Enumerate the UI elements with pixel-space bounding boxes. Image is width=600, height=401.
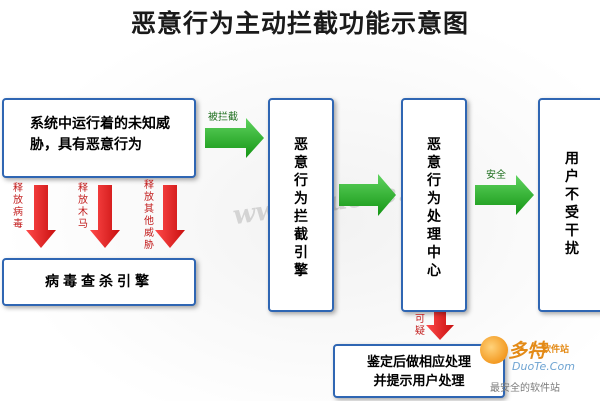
unknown-threat-text: 系统中运行着的未知威胁，具有恶意行为 (30, 116, 170, 153)
duote-logo: 多特 软件站 DuoTe.Com 最安全的软件站 (474, 334, 598, 400)
red-arrow-trojan (90, 185, 120, 248)
vchar: 处 (427, 209, 441, 225)
intercept-engine-text: 恶 意 行 为 拦 截 引 擎 (270, 136, 332, 280)
vchar: 干 (565, 223, 579, 239)
vchar: 受 (565, 205, 579, 221)
label-char: 释 (13, 183, 23, 194)
vchar: 行 (427, 173, 441, 189)
vchar: 中 (427, 245, 441, 261)
vchar: 意 (427, 155, 441, 171)
label-char: 病 (13, 207, 23, 218)
intercept-engine-box: 恶 意 行 为 拦 截 引 擎 (268, 98, 334, 312)
vchar: 行 (294, 173, 308, 189)
vchar: 扰 (565, 241, 579, 257)
logo-sub: 软件站 (542, 345, 570, 355)
vchar: 为 (294, 191, 308, 207)
label-char: 胁 (144, 240, 154, 251)
logo-slogan: 最安全的软件站 (490, 383, 560, 394)
label-suspicious: 可 疑 (414, 314, 426, 338)
label-release-virus: 释 放 病 毒 (12, 183, 24, 231)
antivirus-engine-text: 病毒查杀引擎 (45, 274, 153, 290)
label-char: 毒 (13, 219, 23, 230)
logo-brand: 多特 (508, 340, 547, 362)
red-arrow-suspicious (426, 312, 454, 340)
vchar: 引 (294, 245, 308, 261)
logo-url: DuoTe.Com (512, 360, 575, 373)
unknown-threat-box: 系统中运行着的未知威胁，具有恶意行为 (2, 98, 196, 178)
red-arrow-other (155, 185, 185, 248)
vchar: 用 (565, 151, 579, 167)
vchar: 恶 (294, 137, 308, 153)
processing-center-box: 恶 意 行 为 处 理 中 心 (401, 98, 467, 312)
green-arrow-to-center (339, 174, 396, 216)
label-safe: 安全 (486, 170, 506, 181)
label-char: 他 (144, 216, 154, 227)
vchar: 擎 (294, 263, 308, 279)
label-char: 放 (13, 195, 23, 206)
label-char: 放 (78, 195, 88, 206)
vchar: 意 (294, 155, 308, 171)
vchar: 心 (427, 263, 441, 279)
label-char: 威 (144, 228, 154, 239)
label-intercepted: 被拦截 (208, 112, 238, 123)
vchar: 理 (427, 227, 441, 243)
vchar: 为 (427, 191, 441, 207)
label-char: 疑 (415, 326, 425, 337)
label-char: 释 (144, 180, 154, 191)
label-char: 木 (78, 207, 88, 218)
label-char: 放 (144, 192, 154, 203)
post-processing-text: 鉴定后做相应处理 并提示用户处理 (335, 353, 503, 391)
label-char: 其 (144, 204, 154, 215)
post-processing-line: 并提示用户处理 (373, 374, 465, 389)
vchar: 拦 (294, 209, 308, 225)
red-arrow-virus (26, 185, 56, 248)
vchar: 恶 (427, 137, 441, 153)
green-arrow-safe (475, 175, 534, 215)
label-char: 释 (78, 183, 88, 194)
label-char: 可 (415, 314, 425, 325)
vchar: 户 (565, 169, 579, 185)
label-char: 马 (78, 219, 88, 230)
user-unaffected-text: 用 户 不 受 干 扰 (540, 150, 600, 258)
post-processing-line: 鉴定后做相应处理 (366, 355, 471, 370)
antivirus-engine-box: 病毒查杀引擎 (2, 258, 196, 306)
diagram-title: 恶意行为主动拦截功能示意图 (130, 9, 469, 38)
user-unaffected-box: 用 户 不 受 干 扰 (538, 98, 600, 312)
vchar: 截 (294, 227, 308, 243)
post-processing-box: 鉴定后做相应处理 并提示用户处理 (333, 344, 505, 398)
label-release-trojan: 释 放 木 马 (77, 183, 89, 231)
green-arrow-intercepted (205, 118, 264, 158)
logo-emblem-icon (480, 336, 508, 364)
processing-center-text: 恶 意 行 为 处 理 中 心 (403, 136, 465, 280)
vchar: 不 (565, 187, 579, 203)
label-release-other: 释 放 其 他 威 胁 (143, 180, 155, 252)
